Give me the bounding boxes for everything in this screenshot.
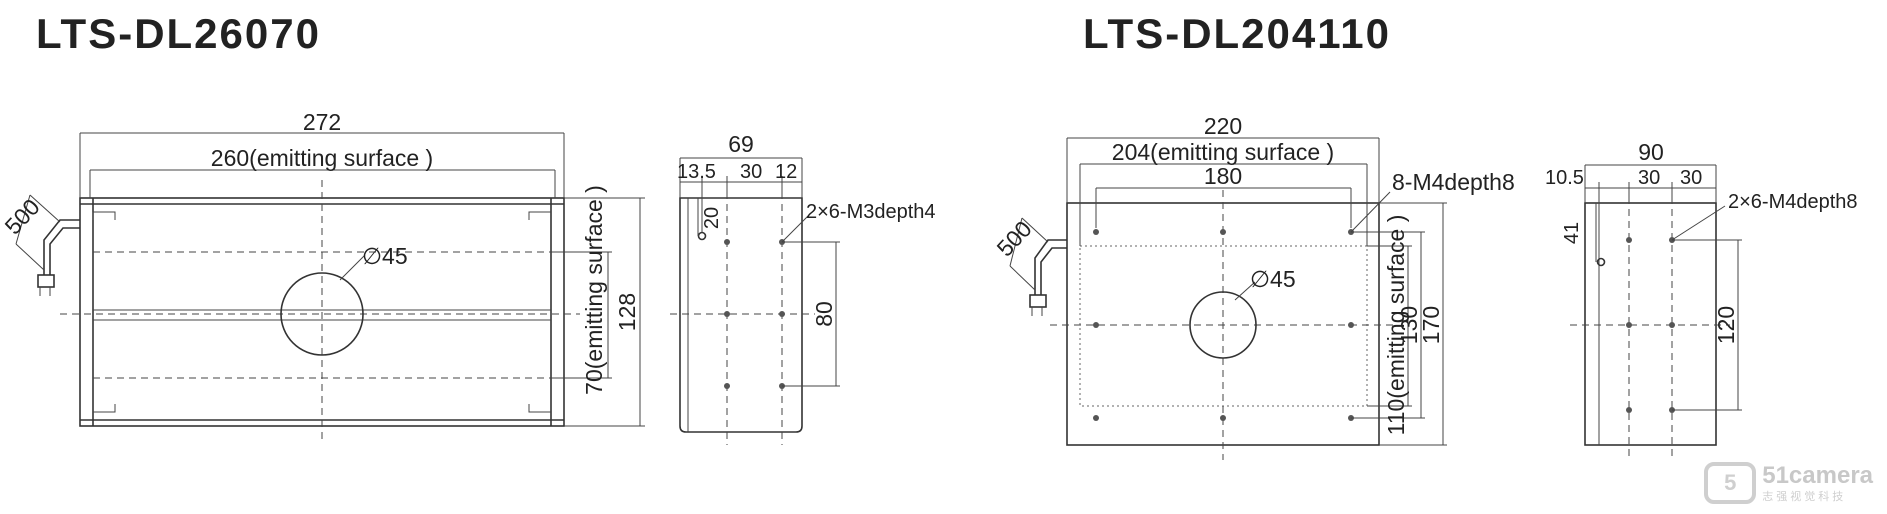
dim-69: 69 — [728, 131, 754, 157]
dim-10-5: 10.5 — [1545, 167, 1584, 189]
dim-130: 130 — [1396, 306, 1422, 344]
thread-spec-m4-side: 2×6-M4depth8 — [1728, 191, 1858, 213]
dim-cable-500: 500 — [0, 194, 45, 240]
dim-220: 220 — [1204, 113, 1242, 139]
right-side-view — [1570, 164, 1742, 460]
dim-170: 170 — [1418, 306, 1444, 344]
dim-128: 128 — [614, 293, 640, 331]
camera-lens-icon: 5 — [1704, 462, 1757, 504]
right-front-view — [1009, 137, 1447, 460]
dim-12: 12 — [775, 161, 797, 183]
center-hole — [280, 272, 364, 356]
left-side-view — [670, 157, 840, 445]
dim-70-emitting: 70(emitting surface ) — [581, 185, 607, 395]
dim-260-emitting: 260(emitting surface ) — [211, 145, 433, 171]
watermark-subtitle: 志强视觉科技 — [1762, 490, 1847, 503]
dim-41: 41 — [1561, 222, 1583, 244]
dim-cable-500-right: 500 — [992, 216, 1037, 262]
dim-30: 30 — [740, 161, 762, 183]
dim-204-emitting: 204(emitting surface ) — [1112, 139, 1334, 165]
dim-120: 120 — [1713, 306, 1739, 344]
thread-spec-m3: 2×6-M3depth4 — [806, 201, 936, 223]
dim-30-b: 30 — [1680, 167, 1702, 189]
left-model-title: LTS-DL26070 — [36, 10, 321, 57]
dim-hole-diameter: ∅45 — [362, 243, 408, 269]
dim-20: 20 — [701, 207, 723, 229]
left-front-view — [15, 132, 645, 440]
dim-30-a: 30 — [1638, 167, 1660, 189]
dim-110-emitting: 110(emitting surface ) — [1383, 215, 1409, 436]
dim-272: 272 — [303, 109, 341, 135]
dim-180: 180 — [1204, 163, 1242, 189]
right-model-title: LTS-DL204110 — [1083, 10, 1392, 57]
watermark-name: 51camera — [1762, 462, 1873, 489]
dim-80: 80 — [811, 301, 837, 327]
thread-spec-m4-front: 8-M4depth8 — [1392, 169, 1515, 195]
dim-90: 90 — [1638, 139, 1664, 165]
center-hole — [1189, 291, 1257, 359]
watermark-logo: 5 51camera 志强视觉科技 — [1704, 462, 1873, 504]
dim-hole-diameter-right: ∅45 — [1250, 266, 1296, 292]
dim-13-5: 13.5 — [677, 161, 716, 183]
